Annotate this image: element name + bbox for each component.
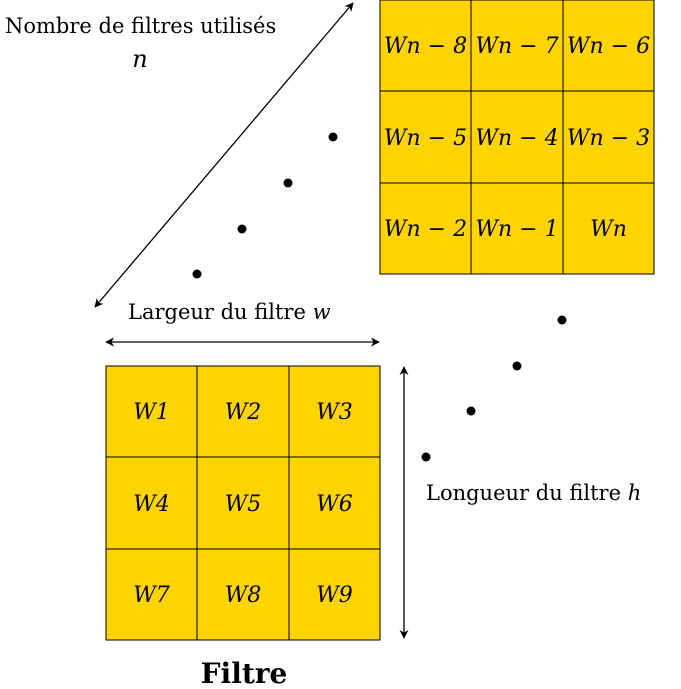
front-filter-label-3: W3 bbox=[316, 400, 353, 425]
height-label-variable: h bbox=[628, 481, 642, 505]
back-filter-cell-4 bbox=[379, 90, 472, 184]
back-filter-label-2: Wn − 7 bbox=[475, 34, 558, 59]
ellipsis-dot bbox=[466, 406, 476, 416]
front-filter-label-2: W2 bbox=[225, 400, 262, 425]
ellipsis-dot bbox=[283, 178, 293, 188]
width-label-variable: w bbox=[313, 300, 331, 324]
front-filter-cell-4 bbox=[105, 456, 198, 550]
back-filter-label-4: Wn − 5 bbox=[384, 126, 467, 151]
front-filter-label-9: W9 bbox=[316, 583, 353, 608]
front-filter-grid: W1 W2 W3 W4 W5 W6 W7 W8 W9 bbox=[105, 365, 381, 641]
depth-arrow bbox=[94, 2, 354, 308]
diagram-title: Filtre bbox=[201, 657, 288, 689]
front-filter-label-6: W6 bbox=[316, 492, 353, 517]
front-filter-cell-6 bbox=[288, 456, 381, 550]
back-filter-cell-8 bbox=[470, 182, 564, 275]
ellipsis-dots-upper bbox=[192, 132, 338, 279]
front-filter-cell-3 bbox=[288, 365, 381, 458]
ellipsis-dot bbox=[421, 452, 431, 462]
ellipsis-dot bbox=[192, 269, 202, 279]
filters-count-label: Nombre de filtres utilisés bbox=[5, 14, 276, 38]
front-filter-cell-2 bbox=[196, 365, 290, 458]
width-label-text: Largeur du filtre bbox=[128, 300, 313, 324]
ellipsis-dot bbox=[512, 361, 522, 371]
back-filter-cell-6 bbox=[562, 90, 655, 184]
width-label: Largeur du filtre w bbox=[128, 300, 331, 324]
back-filter-cell-9 bbox=[562, 182, 655, 275]
back-filter-label-8: Wn − 1 bbox=[475, 217, 558, 242]
ellipsis-dot bbox=[328, 132, 338, 142]
back-filter-cell-3 bbox=[562, 0, 655, 92]
front-filter-label-7: W7 bbox=[133, 583, 170, 608]
front-filter-cell-5 bbox=[196, 456, 290, 550]
back-filter-label-9: Wn bbox=[590, 217, 627, 242]
back-filter-cell-1 bbox=[379, 0, 472, 92]
back-filter-cell-7 bbox=[379, 182, 472, 275]
back-filter-label-7: Wn − 2 bbox=[384, 217, 467, 242]
back-filter-label-1: Wn − 8 bbox=[384, 34, 467, 59]
height-label-text: Longueur du filtre bbox=[426, 481, 628, 505]
front-filter-label-5: W5 bbox=[225, 492, 262, 517]
back-filter-grid: Wn − 8 Wn − 7 Wn − 6 Wn − 5 Wn − 4 Wn − … bbox=[379, 0, 655, 275]
ellipsis-dot bbox=[557, 315, 567, 325]
back-filter-label-5: Wn − 4 bbox=[475, 126, 558, 151]
front-filter-label-1: W1 bbox=[133, 400, 170, 425]
front-filter-cell-7 bbox=[105, 548, 198, 641]
front-filter-label-4: W4 bbox=[133, 492, 170, 517]
front-filter-cell-8 bbox=[196, 548, 290, 641]
height-label: Longueur du filtre h bbox=[426, 481, 641, 505]
back-filter-label-6: Wn − 3 bbox=[567, 126, 650, 151]
front-filter-label-8: W8 bbox=[225, 583, 262, 608]
front-filter-cell-9 bbox=[288, 548, 381, 641]
back-filter-cell-5 bbox=[470, 90, 564, 184]
front-filter-cell-1 bbox=[105, 365, 198, 458]
filters-count-variable: n bbox=[132, 45, 147, 73]
ellipsis-dots-lower bbox=[421, 315, 567, 462]
back-filter-label-3: Wn − 6 bbox=[567, 34, 650, 59]
ellipsis-dot bbox=[237, 224, 247, 234]
back-filter-cell-2 bbox=[470, 0, 564, 92]
